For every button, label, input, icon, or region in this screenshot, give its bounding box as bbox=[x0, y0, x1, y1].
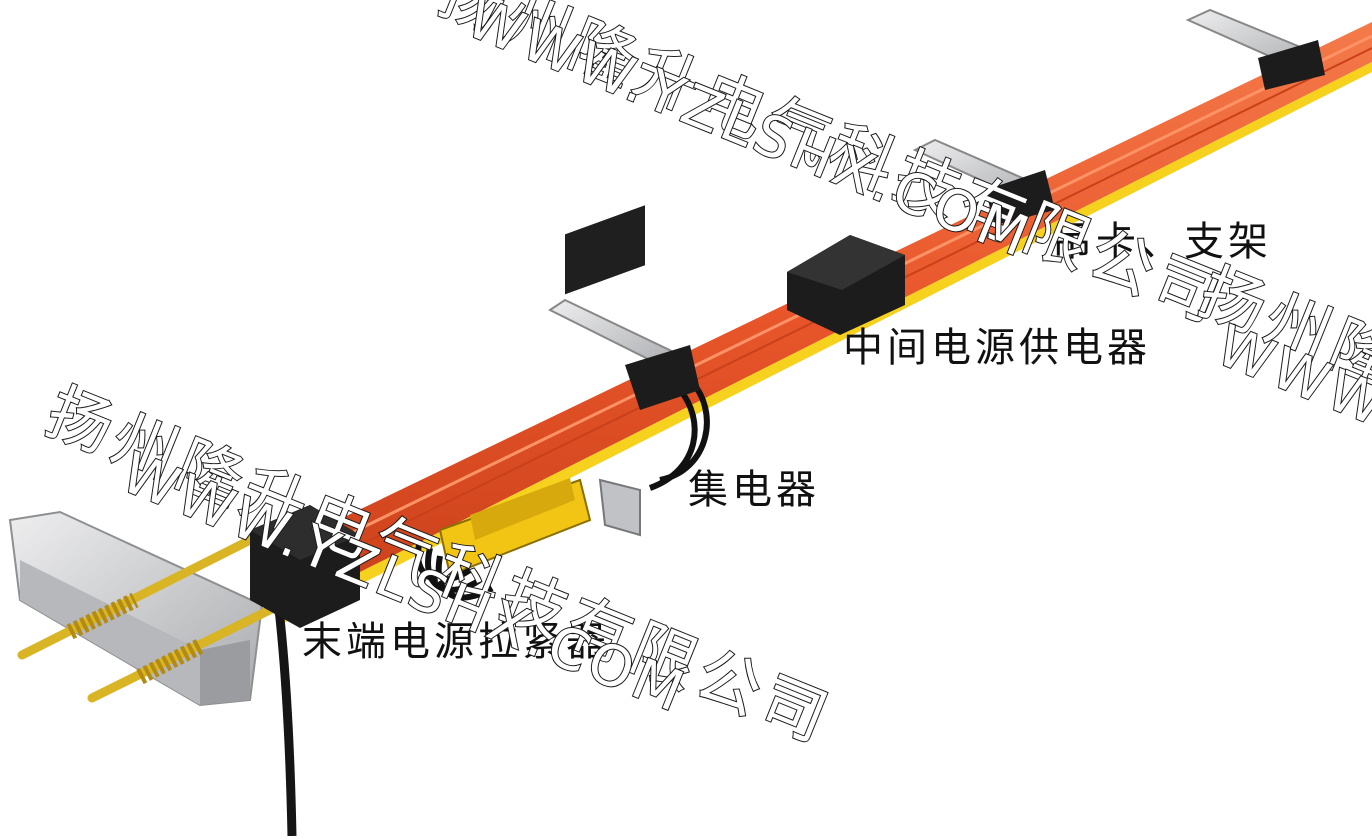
end-tensioner-housing bbox=[250, 505, 360, 628]
hanger-bracket-2 bbox=[912, 138, 1055, 225]
label-end-tensioner: 末端电源拉紧器 bbox=[302, 619, 610, 665]
collector-assembly bbox=[415, 205, 710, 601]
label-collector: 集电器 bbox=[688, 467, 820, 513]
label-middle-feeder: 中间电源供电器 bbox=[843, 325, 1151, 371]
power-cable bbox=[273, 599, 297, 837]
label-hanger-bracket: 吊卡、支架 bbox=[1052, 219, 1272, 265]
tension-rods bbox=[17, 515, 305, 703]
hanger-bracket-1 bbox=[548, 298, 700, 410]
hanger-bracket-3 bbox=[1185, 8, 1325, 90]
middle-feeder-box bbox=[787, 235, 905, 335]
